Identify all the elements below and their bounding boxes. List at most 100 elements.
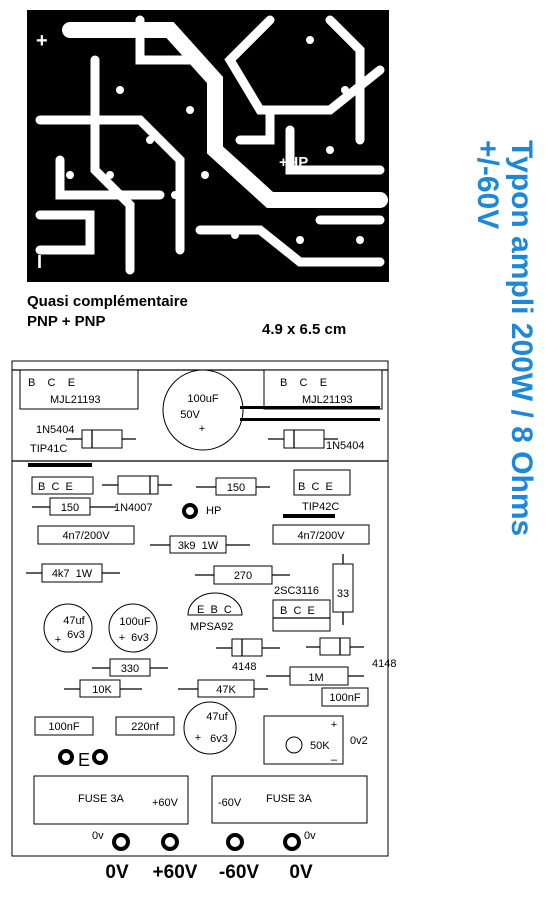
transistor-2sc3116 <box>272 599 331 632</box>
capacitor-voltage: 6v3 <box>67 629 85 641</box>
pot-polarity: – <box>331 754 338 766</box>
resistor-label: 150 <box>227 482 245 494</box>
resistor-label: 270 <box>234 570 252 582</box>
ground-label: 0v <box>304 830 316 842</box>
resistor-150-left <box>49 497 91 516</box>
diode-label: 4148 <box>232 661 256 673</box>
capacitor-main <box>162 369 244 451</box>
capacitor-label: 47uf <box>63 615 85 627</box>
diode-4148-right <box>319 637 351 656</box>
transistor-label: TIP42C <box>302 501 339 513</box>
capacitor-polarity: + <box>119 632 125 644</box>
pcb-trace <box>35 115 185 255</box>
fuse-plus-60v <box>33 775 189 825</box>
terminal-pad-0v-left <box>112 833 130 851</box>
transistor-pins: B C E <box>298 481 333 493</box>
capacitor-220nf <box>115 716 175 736</box>
capacitor-label: 4n7/200V <box>62 530 110 542</box>
type-caption-line2: PNP + PNP <box>27 313 106 330</box>
terminal-pad-plus-60v <box>161 833 179 851</box>
resistor-3k9 <box>169 535 227 554</box>
transistor-label: MPSA92 <box>190 621 233 633</box>
resistor-33 <box>332 563 354 613</box>
transistor-pins: B C E <box>38 481 73 493</box>
pcb-trace <box>55 155 165 200</box>
transistor-label: 2SC3116 <box>274 585 319 597</box>
pcb-trace <box>224 15 385 115</box>
transistor-pins: E B C <box>197 604 232 616</box>
transistor-mpsa92 <box>187 592 243 616</box>
resistor-270 <box>213 565 273 585</box>
pcb-trace <box>35 210 95 255</box>
pcb-trace <box>235 105 275 145</box>
side-title: Typon ampli 200W / 8 Ohms +/-60V <box>471 140 538 536</box>
input-pad <box>92 749 108 765</box>
fuse-label: FUSE 3A <box>266 793 313 805</box>
transistor-pins: B C E <box>28 377 75 389</box>
pcb-trace <box>325 15 365 145</box>
hp-label: HP <box>206 505 221 517</box>
side-title-line1: Typon ampli 200W / 8 Ohms <box>505 140 538 536</box>
pcb-trace <box>285 125 385 175</box>
resistor-330 <box>109 658 151 677</box>
driver-transistor-right <box>293 469 351 496</box>
power-transistor-left <box>19 369 139 410</box>
resistor-47k <box>197 679 255 698</box>
layout-outline <box>11 360 389 857</box>
diode-label: 1N5404 <box>36 424 75 436</box>
terminal-label-plus-60v: +60V <box>153 862 198 883</box>
capacitor-4n7-right <box>272 524 370 545</box>
resistor-label: 4k7 1W <box>52 568 93 580</box>
type-caption-line1: Quasi complémentaire <box>27 293 188 310</box>
pcb-trace <box>62 22 388 208</box>
resistor-150-right <box>215 477 257 496</box>
component-layout: B C E MJL21193 B C E MJL21193 100uF 50V … <box>11 360 396 857</box>
driver-transistor-left <box>31 476 94 495</box>
capacitor-voltage: 6v3 <box>210 733 228 745</box>
pcb-artwork: + I +ЧP <box>27 10 389 282</box>
capacitor-voltage: 6v3 <box>131 632 149 644</box>
diode-4148-left <box>231 638 263 657</box>
capacitor-polarity: + <box>199 423 205 435</box>
fuse-voltage: +60V <box>152 797 179 809</box>
capacitor-label: 100uF <box>187 393 218 405</box>
diode-1n5404-right <box>283 429 325 449</box>
pcb-hp-label: +ЧP <box>279 154 308 171</box>
resistor-label: 150 <box>61 502 79 514</box>
pot-reference: 0v2 <box>350 735 368 747</box>
resistor-10k <box>79 679 121 698</box>
resistor-label: 33 <box>337 588 349 600</box>
capacitor-100nf-left <box>34 716 94 736</box>
capacitor-47uf-left <box>43 603 93 653</box>
fuse-label: FUSE 3A <box>78 793 125 805</box>
resistor-label: 3k9 1W <box>178 540 219 552</box>
size-caption: 4.9 x 6.5 cm <box>262 321 346 338</box>
resistor-label: 330 <box>121 663 139 675</box>
capacitor-label: 100nF <box>329 692 360 704</box>
pcb-drill-holes <box>66 36 364 244</box>
diode-1n5404-left <box>81 429 123 449</box>
terminal-label-0v-left: 0V <box>105 862 129 883</box>
resistor-1m <box>289 666 349 686</box>
resistor-label: 47K <box>216 684 236 696</box>
side-title-line2: +/-60V <box>471 140 504 229</box>
diode-label: 4148 <box>372 658 396 670</box>
capacitor-label: 4n7/200V <box>297 530 345 542</box>
pot-polarity: + <box>331 719 337 731</box>
transistor-name: MJL21193 <box>302 394 353 406</box>
capacitor-100uf <box>108 603 158 653</box>
potentiometer-label: 50K <box>310 740 330 752</box>
capacitor-polarity: + <box>55 634 61 646</box>
transistor-label: TIP41C <box>30 443 67 455</box>
input-label: E <box>78 750 90 770</box>
resistor-label: 1M <box>308 672 323 684</box>
power-transistor-right <box>263 369 383 410</box>
fuse-voltage: -60V <box>218 797 242 809</box>
terminal-pad-0v-right <box>283 833 301 851</box>
capacitor-label: 100nF <box>48 721 79 733</box>
capacitor-label: 220nf <box>131 721 159 733</box>
resistor-4k7 <box>41 563 103 583</box>
transistor-pins: B C E <box>280 377 327 389</box>
transistor-name: MJL21193 <box>50 394 101 406</box>
